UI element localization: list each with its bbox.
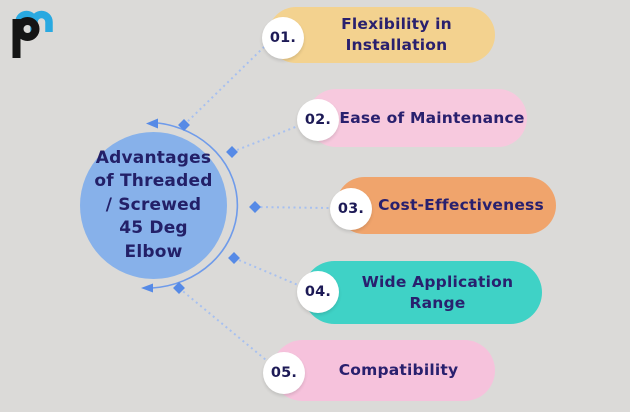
advantage-pill-2: Ease of Maintenance <box>307 89 527 147</box>
number-badge-4: 04. <box>297 271 339 313</box>
pill-label-2: Ease of Maintenance <box>339 108 525 127</box>
connector-node-1 <box>178 119 190 131</box>
center-circle: Advantages of Threaded / Screwed 45 Deg … <box>80 132 227 279</box>
arc-arrow-top-icon <box>146 118 158 129</box>
connector-dotted-line-1 <box>183 46 265 126</box>
pill-label-5: Compatibility <box>338 361 459 379</box>
advantage-pill-5: Compatibility <box>272 340 495 401</box>
logo-p-bowl <box>15 17 40 41</box>
advantage-pill-3: Cost-Effectiveness <box>336 177 556 234</box>
pm-logo-icon <box>12 10 53 58</box>
connector-node-4 <box>228 252 240 264</box>
number-label-2: 02. <box>304 112 332 128</box>
number-label-5: 05. <box>270 365 298 381</box>
connector-node-2 <box>226 146 238 158</box>
number-badge-2: 02. <box>297 99 339 141</box>
connector-dotted-line-4 <box>233 257 299 286</box>
number-badge-1: 01. <box>262 17 304 59</box>
advantage-pill-1: Flexibility in Installation <box>268 7 495 63</box>
number-badge-3: 03. <box>330 188 372 230</box>
center-title: Advantages of Threaded / Screwed 45 Deg … <box>94 147 213 262</box>
pill-label-1: Flexibility in Installation <box>341 15 452 54</box>
pill-label-4: Wide Application Range <box>361 272 514 312</box>
number-label-1: 01. <box>269 30 297 46</box>
arc-arrow-bottom-icon <box>141 283 153 293</box>
connector-node-3 <box>249 201 261 213</box>
connector-dotted-line-5 <box>178 287 267 361</box>
advantage-pill-4: Wide Application Range <box>303 261 542 324</box>
number-badge-5: 05. <box>263 352 305 394</box>
number-label-4: 04. <box>304 284 332 300</box>
pill-label-3: Cost-Effectiveness <box>378 196 544 214</box>
connector-arc <box>151 122 239 289</box>
connector-dotted-line-3 <box>254 206 330 209</box>
connector-dotted-line-2 <box>231 125 299 153</box>
number-label-3: 03. <box>337 201 365 217</box>
